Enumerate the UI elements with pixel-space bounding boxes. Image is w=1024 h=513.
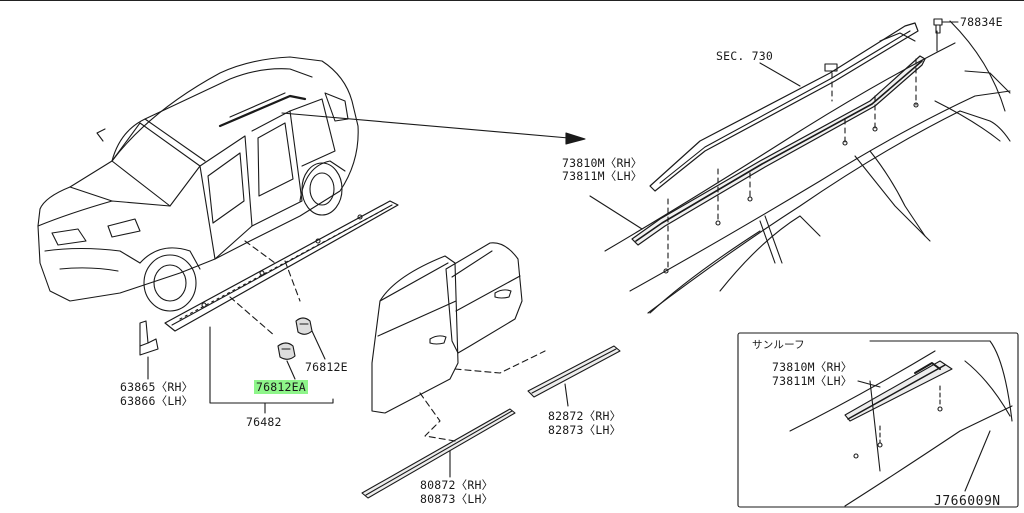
door-molding-82872	[527, 345, 621, 407]
inset-title: サンルーフ	[752, 339, 805, 351]
clip-76812e	[295, 317, 326, 360]
sill-molding-76482	[164, 200, 399, 414]
label-73811m-lh: 73811M〈LH〉	[562, 169, 643, 183]
callout-arrow	[281, 112, 586, 145]
highlighted-part-number: 76812EA	[254, 380, 308, 394]
label-76482: 76482	[246, 415, 282, 429]
inset-label-73811m-lh: 73811M〈LH〉	[772, 374, 853, 388]
clip-78834e	[933, 18, 959, 34]
diagram-reference-code: J766009N	[934, 494, 1001, 509]
label-73810m-rh: 73810M〈RH〉	[562, 156, 643, 170]
door-molding-80872	[361, 408, 516, 499]
label-76812ea: 76812EA	[254, 380, 308, 394]
label-82873-lh: 82873〈LH〉	[548, 423, 622, 437]
label-80873-lh: 80873〈LH〉	[420, 492, 494, 506]
roof-detail	[604, 20, 1011, 314]
label-76812e: 76812E	[305, 360, 348, 374]
sunroof-inset	[737, 332, 1019, 508]
label-sec-730: SEC. 730	[716, 49, 773, 63]
doors	[371, 242, 546, 442]
label-63866-lh: 63866〈LH〉	[120, 394, 194, 408]
label-80872-rh: 80872〈RH〉	[420, 478, 494, 492]
label-78834e: 78834E	[960, 15, 1003, 29]
inset-label-73810m-rh: 73810M〈RH〉	[772, 360, 853, 374]
bracket-63865	[139, 320, 159, 380]
label-63865-rh: 63865〈RH〉	[120, 380, 194, 394]
vehicle-outline	[37, 56, 359, 312]
label-82872-rh: 82872〈RH〉	[548, 409, 622, 423]
roof-rail-73810m	[589, 30, 938, 274]
clip-76812ea	[277, 342, 296, 380]
roof-rail-sec730	[649, 22, 919, 192]
